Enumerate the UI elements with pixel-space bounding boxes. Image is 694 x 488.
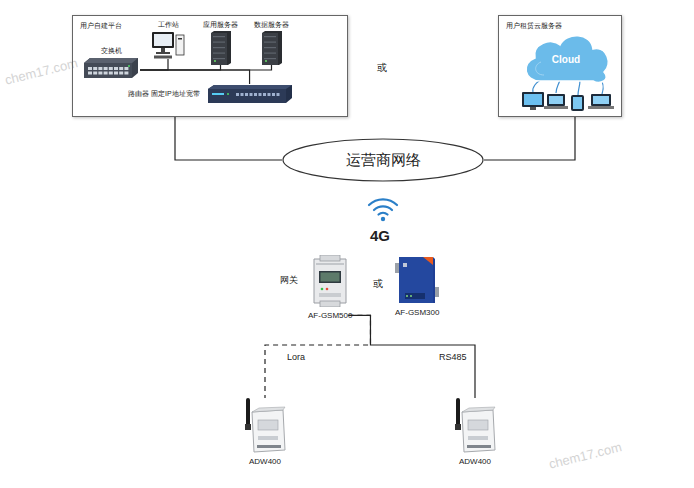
platform-box: 用户自建平台交换机工作站应用服务器数据服务器路由器 固定IP地址宽带: [72, 15, 348, 117]
server-icon: [262, 31, 282, 65]
gateway-node: 网关 AF-GSM500: [280, 255, 352, 321]
box-title: 用户租赁云服务器: [499, 16, 621, 35]
or-label: 或: [373, 277, 383, 291]
connector: [175, 117, 282, 160]
link-label: RS485: [437, 351, 469, 363]
model-label: AF-GSM500: [308, 311, 352, 321]
wireless-dot: [381, 217, 385, 221]
connector: [140, 65, 272, 70]
connector: [140, 70, 250, 84]
device-label: 路由器 固定IP地址宽带: [128, 89, 200, 98]
network-ellipse: 运营商网络: [282, 138, 484, 182]
device-label: ADW400: [459, 457, 491, 467]
device-label: 工作站: [158, 20, 179, 29]
adw-icon: [453, 398, 497, 454]
adw-icon: [243, 398, 287, 454]
connector: [265, 315, 370, 398]
device-node: 应用服务器: [203, 20, 238, 65]
connector: [140, 59, 168, 70]
connector: [348, 315, 475, 398]
connector: [484, 117, 575, 160]
platform-box: 用户租赁云服务器 Cloud: [498, 15, 622, 117]
or-label: 或: [377, 61, 387, 75]
client-devices: [522, 92, 614, 111]
server-icon: [211, 31, 231, 65]
device-label: ADW400: [249, 457, 281, 467]
router-icon: [206, 84, 294, 104]
switch-icon: [82, 57, 140, 79]
device-node: ADW400: [243, 398, 287, 467]
watermark: chem17.com: [547, 439, 623, 472]
watermark: chem17.com: [3, 55, 79, 88]
router-node: 路由器 固定IP地址宽带: [128, 84, 294, 104]
gw500-icon: [310, 255, 350, 307]
wireless-symbol: [369, 199, 397, 214]
device-label: AF-GSM300: [395, 308, 439, 318]
network-label: 运营商网络: [346, 150, 421, 170]
device-node: ADW400: [453, 398, 497, 467]
connector: [140, 65, 221, 70]
device-node: AF-GSM300: [395, 255, 439, 318]
gateway-label: 网关: [280, 275, 298, 287]
cloud-shape: Cloud: [520, 29, 612, 87]
device-node: 交换机: [82, 46, 140, 79]
ws-icon: [151, 31, 185, 59]
cloud-label: Cloud: [552, 53, 580, 66]
device-node: 数据服务器: [254, 20, 289, 65]
device-label: 交换机: [101, 46, 122, 55]
link-label: Lora: [285, 351, 307, 363]
network-type: 4G: [370, 227, 390, 244]
device-label: 数据服务器: [254, 20, 289, 29]
device-node: 工作站: [151, 20, 185, 59]
device-label: 应用服务器: [203, 20, 238, 29]
gw300-icon: [395, 255, 439, 305]
